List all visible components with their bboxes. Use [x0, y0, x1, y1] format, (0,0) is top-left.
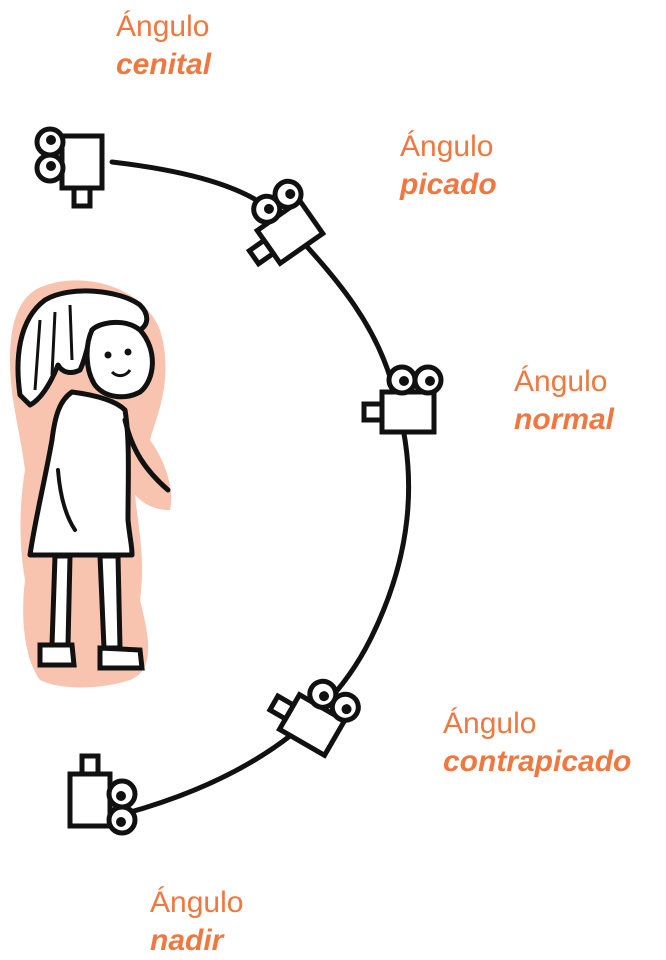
- angle-label-cenital: Ángulo cenital: [116, 8, 211, 84]
- angle-label-nadir: Ángulo nadir: [150, 884, 243, 960]
- angle-word: Ángulo: [400, 130, 494, 163]
- angle-word: Ángulo: [514, 365, 608, 398]
- angle-name: nadir: [150, 924, 224, 957]
- angle-name: cenital: [116, 48, 212, 81]
- angle-label-normal: Ángulo normal: [514, 363, 614, 439]
- camera-icon-nadir: [70, 756, 135, 833]
- angle-label-picado: Ángulo picado: [400, 128, 497, 204]
- angle-word: Ángulo: [116, 10, 210, 43]
- camera-icon-normal: [364, 367, 441, 432]
- camera-icon-cenital: [37, 129, 102, 206]
- angle-word: Ángulo: [443, 707, 537, 740]
- angle-label-contrapicado: Ángulo contrapicado: [443, 705, 631, 781]
- angle-word: Ángulo: [150, 886, 244, 919]
- angle-name: picado: [400, 168, 497, 201]
- angle-name: normal: [514, 403, 615, 436]
- girl-figure: [10, 280, 172, 688]
- angle-name: contrapicado: [443, 745, 632, 778]
